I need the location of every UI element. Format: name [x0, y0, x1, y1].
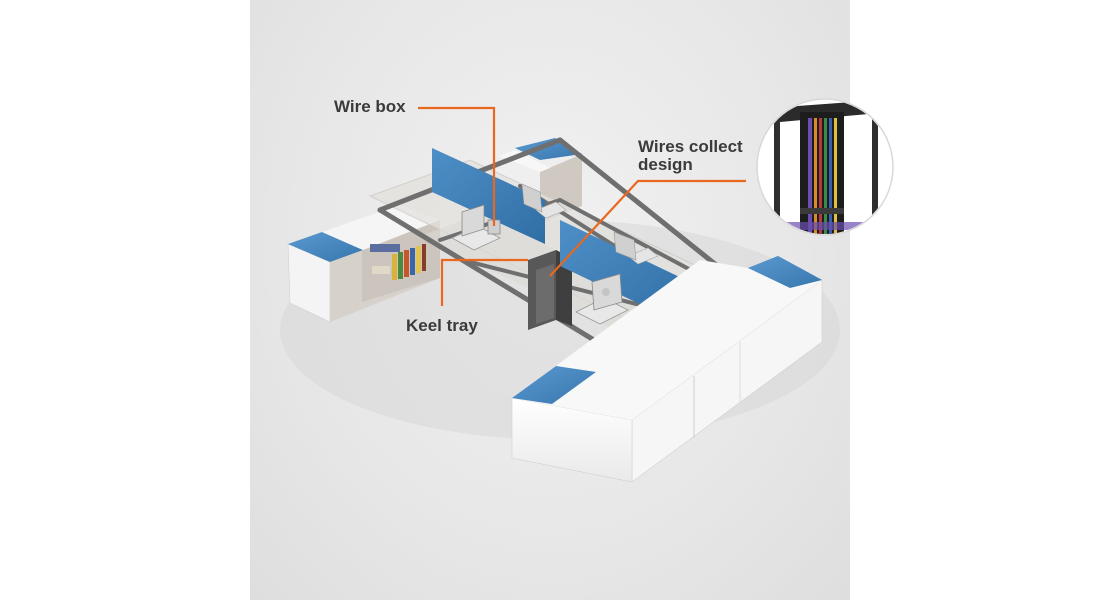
wire-box-label: Wire box — [334, 97, 406, 116]
wires-collect-label-line1: Wires collect — [638, 137, 743, 156]
laptop-icon — [521, 183, 567, 219]
callout-leaders — [418, 106, 746, 306]
wires-collect-label: Wires collect design — [638, 138, 743, 174]
wires-collect-label-line2: design — [638, 155, 693, 174]
wires-collect-leader — [549, 179, 746, 277]
laptop-icon — [575, 273, 629, 325]
right-storage-cabinet — [511, 256, 823, 483]
left-cabinet — [287, 205, 440, 323]
book-icon — [370, 244, 426, 280]
wire-box-leader — [418, 106, 496, 226]
laptop-icon — [613, 231, 659, 265]
keel-tray-leader — [440, 258, 528, 306]
privacy-panel-rear — [432, 148, 545, 244]
keel-tray-label: Keel tray — [406, 316, 478, 335]
cable-detail-inset — [756, 98, 894, 236]
